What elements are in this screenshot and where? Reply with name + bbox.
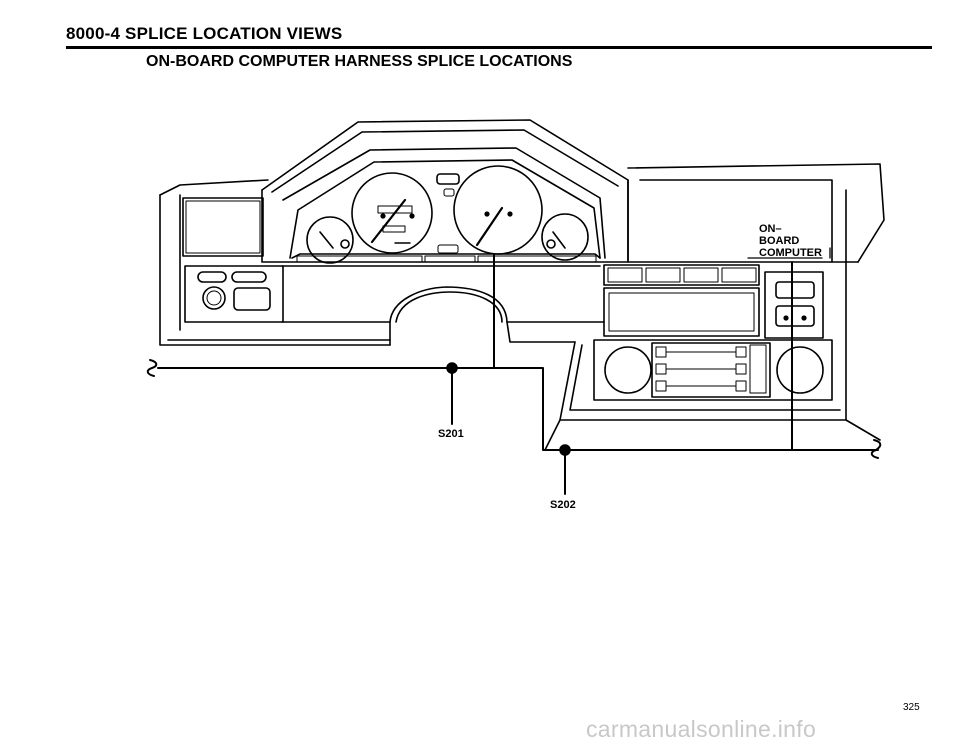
harness-main-run: [157, 367, 879, 451]
page-header-title: 8000-4 SPLICE LOCATION VIEWS: [66, 24, 343, 43]
on-board-computer-label: ON– BOARD COMPUTER: [759, 223, 822, 259]
svg-text:BOARD: BOARD: [759, 235, 799, 247]
page-number: 325: [903, 702, 920, 713]
on-board-computer-display: [775, 281, 815, 299]
wiring-harness: [146, 247, 882, 459]
splice-s201: S201: [438, 362, 464, 440]
splice-label-s202: S202: [550, 499, 576, 511]
dash-left-section: [159, 179, 391, 346]
dash-right-section: [544, 163, 885, 451]
dash-lower-body: [281, 265, 605, 346]
svg-text:COMPUTER: COMPUTER: [759, 247, 822, 259]
svg-text:ON–: ON–: [759, 223, 782, 235]
instrument-cluster-hood: [261, 119, 629, 263]
temp-gauge: [541, 213, 589, 261]
tachometer-gauge: [453, 165, 543, 255]
watermark: carmanualsonline.info: [586, 716, 817, 742]
header-rule: [66, 46, 932, 49]
fuel-gauge: [306, 216, 354, 264]
splice-s202: S202: [550, 444, 576, 511]
splice-label-s201: S201: [438, 428, 464, 440]
section-subtitle: ON-BOARD COMPUTER HARNESS SPLICE LOCATIO…: [146, 53, 573, 70]
gauges: [306, 165, 589, 264]
speedometer-gauge: [351, 172, 433, 254]
